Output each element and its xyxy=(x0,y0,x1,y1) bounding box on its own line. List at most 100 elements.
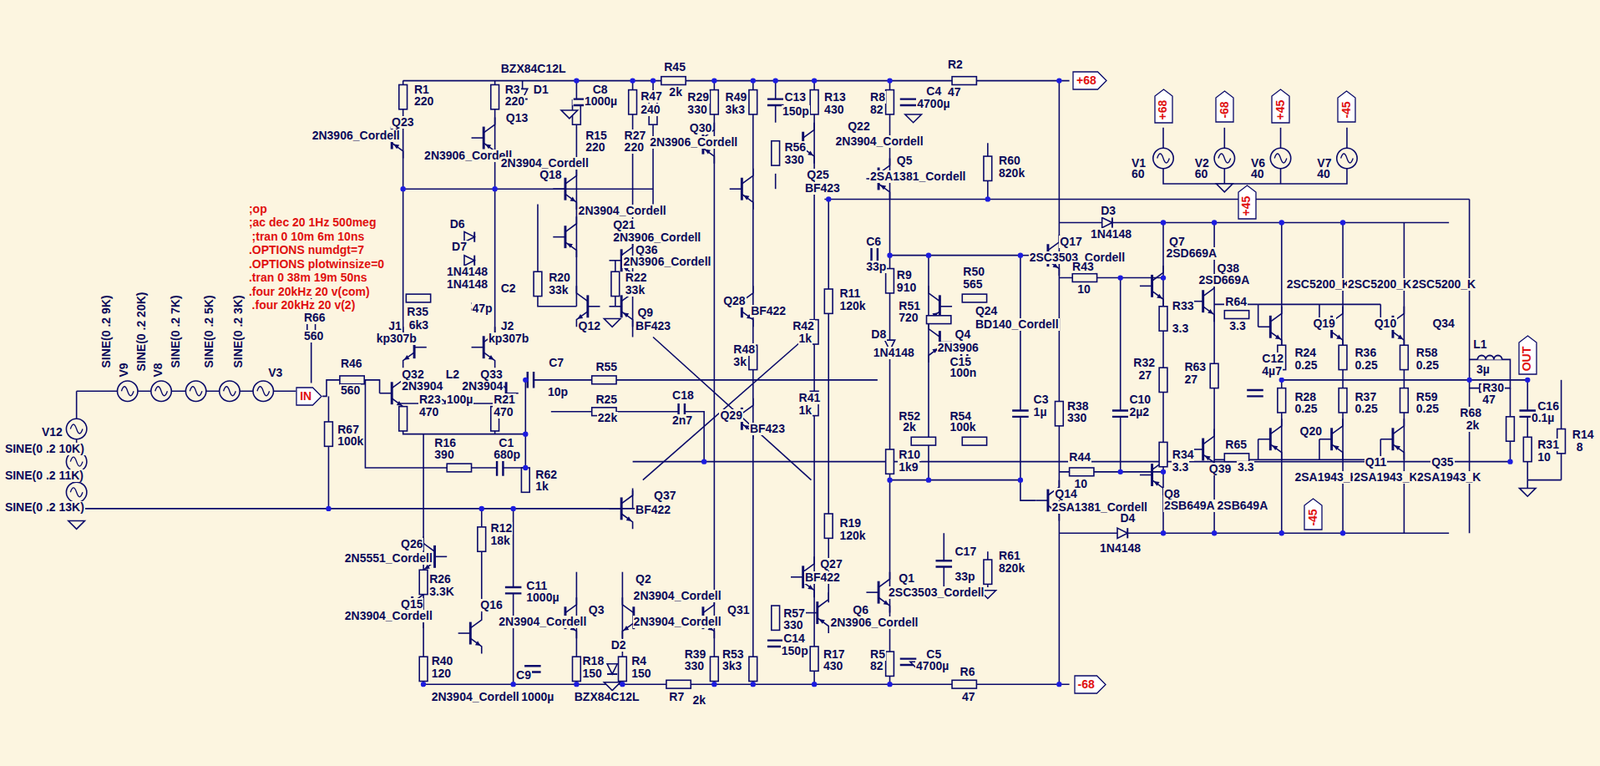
component-label: 2N3904_Cordell xyxy=(632,615,723,628)
component-label: R55 xyxy=(594,360,618,374)
resistor-symbol xyxy=(399,406,408,431)
component-label: V3 xyxy=(267,366,284,380)
source-circle xyxy=(253,380,274,401)
transistor-base xyxy=(587,305,601,308)
junction-dot xyxy=(510,681,516,687)
component-label: Q15 xyxy=(400,597,424,611)
transistor-bar xyxy=(433,545,436,568)
resistor-symbol xyxy=(628,90,638,115)
wire xyxy=(537,204,577,307)
capacitor-gap xyxy=(527,370,534,390)
component-label: R36 xyxy=(1354,346,1378,360)
component-label: R34 xyxy=(1171,448,1195,461)
component-label: R18 xyxy=(582,654,606,668)
component-label: Q14 xyxy=(1053,487,1078,501)
ground-symbol xyxy=(905,114,922,123)
transistor-leads xyxy=(1270,418,1282,460)
transistor-base xyxy=(1380,438,1393,441)
junction-dot xyxy=(629,77,635,83)
component-label: 4700µ xyxy=(915,659,950,673)
wire xyxy=(1280,127,1282,148)
transistor-arrow xyxy=(622,312,629,318)
junction-dot xyxy=(510,506,516,512)
junction-dot xyxy=(479,506,485,512)
component-label: C13 xyxy=(783,91,807,104)
component-label: 2N3906 xyxy=(936,341,980,355)
component-label: 3.3 xyxy=(1171,460,1190,474)
component-label: R14 xyxy=(1571,428,1595,441)
junction-dot xyxy=(750,681,756,687)
resistor-symbol xyxy=(1400,388,1409,413)
component-label: BF423 xyxy=(804,182,841,195)
component-label: 150 xyxy=(630,667,652,680)
component-label: Q10 xyxy=(1373,317,1398,330)
component-label: R62 xyxy=(534,468,558,482)
resistor-symbol xyxy=(572,656,582,681)
junction-dot xyxy=(1160,469,1166,475)
component-label: BF423 xyxy=(634,319,672,333)
source-symbol xyxy=(1153,147,1174,168)
source-wave xyxy=(1218,153,1231,163)
transistor-arrow xyxy=(626,516,633,522)
spice-directive: ;ac dec 20 1Hz 500meg xyxy=(248,216,378,229)
component-label: 2SC3503_Cordell xyxy=(887,586,985,599)
junction-dot xyxy=(400,186,406,192)
resistor-symbol xyxy=(709,90,719,115)
component-label: R32 xyxy=(1132,356,1156,370)
junction-dot xyxy=(420,681,426,687)
component-label: 150p xyxy=(781,105,811,118)
component-label: 2N3904 xyxy=(400,379,444,393)
wire xyxy=(1318,439,1321,460)
junction-dot xyxy=(325,506,331,512)
component-label: SINE(0 .2 10K) xyxy=(4,442,86,456)
component-label: Q29 xyxy=(718,409,743,422)
flag-shape xyxy=(1074,675,1106,694)
resistor-symbol xyxy=(771,605,780,630)
junction-dot xyxy=(1211,219,1217,225)
component-label: BF422 xyxy=(634,503,672,517)
resistor-symbol xyxy=(824,288,833,314)
component-label: R66 xyxy=(303,311,327,325)
transistor-bar xyxy=(1391,427,1394,451)
junction-dot xyxy=(750,77,756,83)
component-label: 40 xyxy=(1316,167,1332,181)
resistor-symbol xyxy=(824,513,833,538)
component-label: R57 xyxy=(782,607,806,620)
wire xyxy=(76,507,644,510)
transistor-symbol xyxy=(458,612,482,654)
transistor-arrow xyxy=(1394,445,1401,451)
ground-symbol xyxy=(68,521,86,530)
capacitor-gap xyxy=(1245,389,1265,396)
source-wave xyxy=(70,487,83,497)
source-symbol xyxy=(1270,147,1291,168)
resistor-symbol xyxy=(962,436,987,446)
transistor-symbol xyxy=(729,168,754,210)
transistor-arrow xyxy=(1397,334,1404,340)
transistor-symbol xyxy=(1380,418,1404,460)
component-label: C12 xyxy=(1260,352,1285,365)
component-label: 0.25 xyxy=(1354,402,1379,416)
wire xyxy=(1119,278,1122,472)
junction-dot xyxy=(1056,77,1062,83)
flag-shape xyxy=(1518,335,1537,375)
transistor-base xyxy=(552,187,566,190)
transistor-bar xyxy=(1269,315,1272,339)
junction-dot xyxy=(985,196,991,202)
wire xyxy=(890,254,1021,257)
component-label: 2N3904_Cordell xyxy=(344,609,434,623)
capacitor-symbol xyxy=(766,99,785,106)
resistor-symbol xyxy=(1210,363,1219,388)
component-label: 2n7 xyxy=(671,414,694,427)
wire xyxy=(364,379,526,468)
ground-symbol xyxy=(1518,487,1536,497)
component-label: R42 xyxy=(791,319,816,333)
component-label: 1µ xyxy=(1032,405,1049,419)
component-label: Q13 xyxy=(505,111,529,125)
resistor-symbol xyxy=(962,293,987,303)
component-label: 2SC5200_K xyxy=(1286,278,1352,291)
transistor-base xyxy=(471,136,485,139)
resistor-symbol xyxy=(1506,416,1515,441)
component-label: 27 xyxy=(1183,373,1199,386)
component-label: 0.25 xyxy=(1354,359,1379,372)
component-label: 3µ xyxy=(1475,363,1491,376)
